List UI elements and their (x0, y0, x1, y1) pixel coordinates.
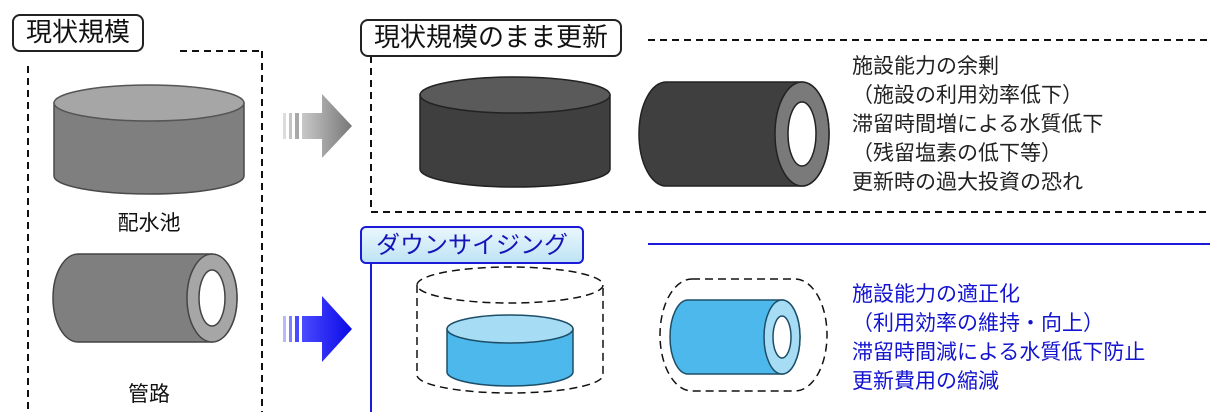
reservoir-caption: 配水池 (117, 211, 181, 235)
pipe-blue-icon (659, 278, 828, 392)
current-scale-label: 現状規模 (12, 14, 145, 52)
downsizing-frame (370, 243, 1210, 412)
current-scale-notes: 施設能力の余剰 （施設の利用効率低下） 滞留時間増による水質低下 （残留塩素の低… (852, 52, 1103, 197)
note-line: （利用効率の維持・向上） (852, 311, 1104, 335)
blue-arrow-icon (283, 296, 352, 362)
current-scale-frame (370, 39, 1210, 213)
reservoir-blue-icon (416, 266, 604, 394)
downsizing-label: ダウンサイジング (360, 226, 584, 264)
gray-arrow-icon (283, 94, 352, 158)
note-line: 更新費用の縮減 (852, 369, 999, 393)
note-line: 滞留時間増による水質低下 (852, 112, 1104, 136)
pipe-dark-icon (638, 81, 830, 187)
reservoir-gray-icon (53, 84, 245, 195)
note-line: 施設能力の余剰 (852, 54, 999, 78)
renewal-current-scale-label: 現状規模のまま更新 (360, 19, 623, 57)
note-line: 滞留時間減による水質低下防止 (852, 340, 1146, 364)
reservoir-dark-icon (419, 76, 611, 188)
note-line: 施設能力の適正化 (852, 282, 1020, 306)
pipe-caption: 管路 (128, 382, 170, 406)
note-line: （残留塩素の低下等） (852, 141, 1062, 165)
pipe-gray-icon (52, 253, 238, 343)
note-line: 更新時の過大投資の恐れ (852, 170, 1083, 194)
left-panel-frame (27, 50, 263, 412)
downsizing-notes: 施設能力の適正化 （利用効率の維持・向上） 滞留時間減による水質低下防止 更新費… (852, 280, 1145, 396)
note-line: （施設の利用効率低下） (852, 83, 1083, 107)
